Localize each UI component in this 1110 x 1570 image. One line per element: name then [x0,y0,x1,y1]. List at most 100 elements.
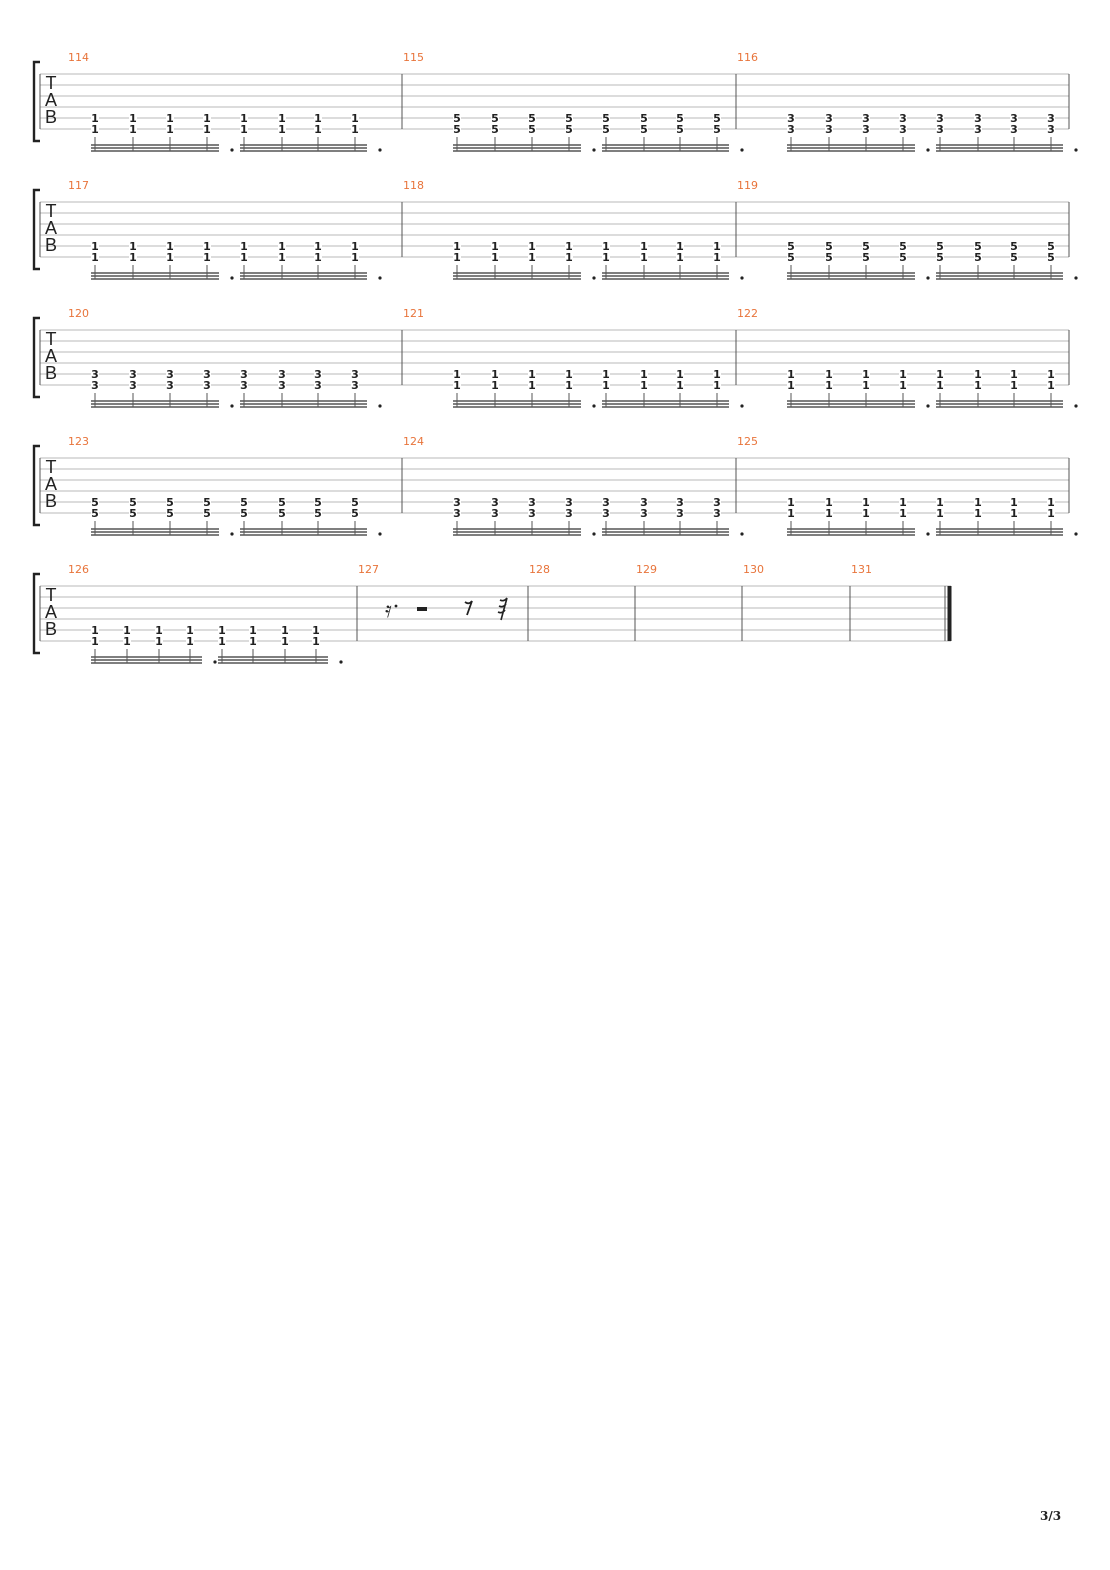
fret-number: 1 [314,112,322,125]
fret-mask [602,240,610,251]
fret-mask [278,112,286,123]
tab-clef-letter: A [45,218,57,238]
fret-mask [787,507,795,518]
fret-mask [565,112,573,123]
fret-mask [936,240,944,251]
fret-mask [278,240,286,251]
sixteenth-rest: 𝄿 [385,598,392,623]
fret-mask [203,251,211,262]
fret-mask [825,123,833,134]
fret-mask [825,368,833,379]
fret-number: 1 [281,624,289,637]
fret-mask [218,635,226,646]
tab-clef-letter: B [45,235,57,255]
fret-number: 1 [203,251,211,264]
fret-mask [351,123,359,134]
fret-number: 1 [351,112,359,125]
fret-number: 3 [1047,123,1055,136]
fret-mask [528,379,536,390]
fret-mask [314,251,322,262]
fret-mask [166,123,174,134]
fret-number: 1 [825,507,833,520]
fret-mask [974,379,982,390]
fret-mask [453,379,461,390]
fret-number: 1 [565,368,573,381]
fret-number: 1 [129,112,137,125]
fret-number: 3 [453,507,461,520]
fret-number: 3 [862,123,870,136]
fret-mask [281,624,289,635]
fret-mask [155,635,163,646]
augmentation-dot [378,276,382,280]
augmentation-dot [378,404,382,408]
fret-number: 3 [278,368,286,381]
fret-mask [602,112,610,123]
fret-number: 1 [218,635,226,648]
fret-number: 5 [351,496,359,509]
fret-number: 1 [123,624,131,637]
fret-mask [676,123,684,134]
fret-number: 1 [1047,507,1055,520]
fret-number: 1 [129,251,137,264]
fret-number: 1 [1010,368,1018,381]
fret-mask [974,251,982,262]
fret-number: 1 [974,368,982,381]
fret-mask [1047,123,1055,134]
fret-mask [203,240,211,251]
fret-mask [351,240,359,251]
fret-number: 1 [1010,507,1018,520]
fret-number: 1 [155,635,163,648]
fret-number: 1 [123,635,131,648]
fret-number: 1 [862,496,870,509]
fret-mask [640,507,648,518]
fret-number: 1 [787,496,795,509]
fret-mask [203,496,211,507]
fret-number: 1 [491,251,499,264]
measure-number: 130 [743,563,764,576]
fret-number: 1 [528,379,536,392]
fret-mask [453,496,461,507]
fret-mask [240,496,248,507]
augmentation-dot [926,148,930,152]
fret-number: 1 [166,112,174,125]
measure-number: 114 [68,51,89,64]
tab-clef-letter: A [45,90,57,110]
augmentation-dot [1074,404,1078,408]
fret-mask [528,240,536,251]
fret-number: 5 [602,123,610,136]
fret-mask [899,379,907,390]
fret-number: 1 [1010,496,1018,509]
fret-mask [565,379,573,390]
fret-mask [351,507,359,518]
fret-number: 1 [676,368,684,381]
fret-number: 1 [787,507,795,520]
augmentation-dot [1074,532,1078,536]
fret-number: 1 [203,240,211,253]
fret-mask [129,507,137,518]
fret-mask [787,368,795,379]
fret-mask [936,368,944,379]
fret-mask [166,240,174,251]
fret-number: 3 [602,496,610,509]
fret-number: 1 [825,368,833,381]
fret-mask [278,507,286,518]
fret-number: 5 [974,251,982,264]
fret-number: 1 [491,240,499,253]
fret-number: 3 [640,507,648,520]
fret-mask [565,496,573,507]
tab-clef-letter: T [46,457,57,477]
fret-mask [1047,368,1055,379]
fret-number: 3 [974,112,982,125]
tab-clef-letter: B [45,619,57,639]
fret-mask [676,112,684,123]
fret-mask [186,624,194,635]
fret-number: 1 [974,496,982,509]
fret-number: 1 [312,624,320,637]
fret-mask [787,123,795,134]
fret-number: 1 [825,379,833,392]
fret-number: 5 [899,240,907,253]
fret-mask [203,507,211,518]
fret-mask [491,507,499,518]
fret-number: 1 [602,379,610,392]
fret-number: 3 [676,496,684,509]
